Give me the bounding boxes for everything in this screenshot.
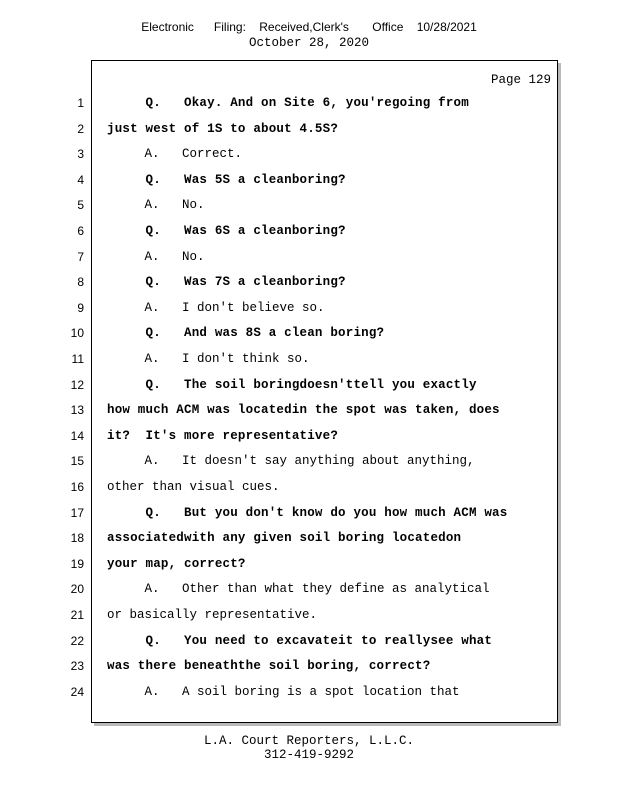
question-line: Q. You need to excavateit to reallysee w… — [107, 634, 493, 648]
answer-line: A. Other than what they define as analyt… — [107, 582, 490, 596]
answer-line: other than visual cues. — [107, 480, 280, 494]
line-number: 16 — [70, 480, 84, 494]
line-number: 14 — [70, 429, 84, 443]
question-line: Q. The soil boringdoesn'ttell you exactl… — [107, 378, 477, 392]
line-number: 2 — [77, 122, 84, 136]
question-line: Q. But you don't know do you how much AC… — [107, 506, 508, 520]
question-line: Q. Okay. And on Site 6, you'regoing from — [107, 96, 469, 110]
line-number: 10 — [70, 326, 84, 340]
page-number: Page 129 — [490, 73, 551, 87]
answer-line: A. No. — [107, 250, 205, 264]
filing-stamp: Electronic Filing: Received,Clerk's Offi… — [141, 20, 477, 34]
line-number: 22 — [70, 634, 84, 648]
line-number: 20 — [70, 582, 84, 596]
reporter-name: L.A. Court Reporters, L.L.C. — [203, 734, 415, 748]
question-line: associatedwith any given soil boring loc… — [107, 531, 462, 545]
line-number: 13 — [70, 403, 84, 417]
answer-line: A. I don't believe so. — [107, 301, 325, 315]
line-number: 24 — [70, 685, 84, 699]
answer-line: A. Correct. — [107, 147, 243, 161]
line-number: 12 — [70, 378, 84, 392]
question-line: how much ACM was locatedin the spot was … — [107, 403, 500, 417]
question-line: Q. Was 5S a cleanboring? — [107, 173, 346, 187]
line-number: 11 — [71, 352, 84, 366]
question-line: your map, correct? — [107, 557, 246, 571]
answer-line: A. A soil boring is a spot location that — [107, 685, 460, 699]
question-line: was there beneaththe soil boring, correc… — [107, 659, 431, 673]
question-line: just west of 1S to about 4.5S? — [107, 122, 339, 136]
line-number: 6 — [77, 224, 84, 238]
line-number: 9 — [77, 301, 84, 315]
line-number: 1 — [77, 96, 84, 110]
question-line: Q. Was 7S a cleanboring? — [107, 275, 346, 289]
answer-line: A. No. — [107, 198, 205, 212]
answer-line: A. I don't think so. — [107, 352, 310, 366]
line-number: 4 — [77, 173, 84, 187]
line-number: 3 — [77, 147, 84, 161]
line-number: 15 — [70, 454, 84, 468]
line-number: 7 — [77, 250, 84, 264]
reporter-phone: 312-419-9292 — [263, 748, 354, 762]
line-number: 23 — [70, 659, 84, 673]
line-number: 8 — [77, 275, 84, 289]
line-number: 21 — [70, 608, 84, 622]
answer-line: or basically representative. — [107, 608, 318, 622]
answer-line: A. It doesn't say anything about anythin… — [107, 454, 475, 468]
question-line: Q. And was 8S a clean boring? — [107, 326, 385, 340]
line-number: 18 — [70, 531, 84, 545]
question-line: Q. Was 6S a cleanboring? — [107, 224, 346, 238]
line-number: 19 — [70, 557, 84, 571]
line-number: 17 — [70, 506, 84, 520]
transcript-page: Page 129 — [91, 60, 558, 723]
question-line: it? It's more representative? — [107, 429, 339, 443]
line-number: 5 — [77, 198, 84, 212]
transcript-date: October 28, 2020 — [248, 36, 370, 50]
